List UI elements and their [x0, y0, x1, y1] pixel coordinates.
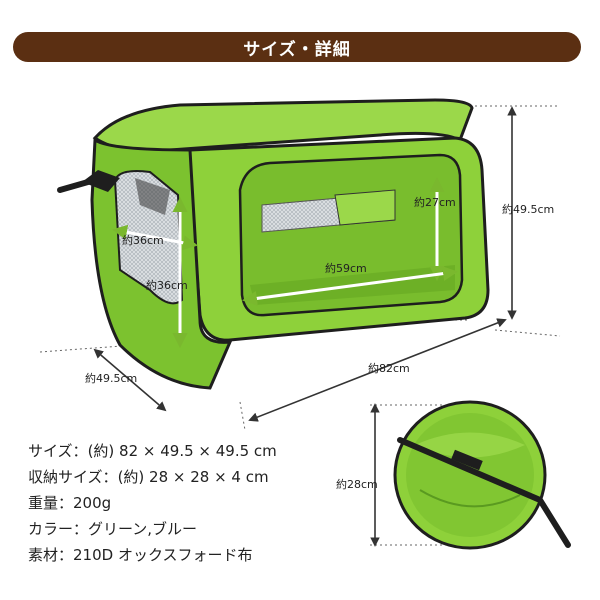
label-total-height: 約49.5cm	[502, 202, 554, 216]
label-folded-diameter: 約28cm	[336, 477, 378, 491]
spec-folded-size-value: (約) 28 × 28 × 4 cm	[117, 468, 269, 486]
inner-dimension-arrows	[112, 177, 458, 348]
spec-color-value: グリーン,ブルー	[88, 520, 198, 538]
label-total-depth: 約49.5cm	[85, 371, 137, 385]
spec-size: サイズ：(約) 82 × 49.5 × 49.5 cm	[28, 440, 277, 461]
spec-material: 素材：210D オックスフォード布	[28, 544, 253, 565]
spec-material-value: 210D オックスフォード布	[73, 546, 253, 564]
label-inner-width: 約59cm	[325, 261, 367, 275]
dimension-labels: 約49.5cm 約27cm 約59cm 約36cm 約36cm 約49.5cm …	[85, 195, 554, 491]
folded-tent	[393, 400, 571, 550]
label-total-length: 約82cm	[368, 361, 410, 375]
spec-size-value: (約) 82 × 49.5 × 49.5 cm	[87, 442, 277, 460]
section-header: サイズ・詳細	[13, 32, 581, 62]
spec-folded-size-label: 収納サイズ：	[28, 468, 118, 486]
label-inner-height: 約27cm	[414, 195, 456, 209]
section-title: サイズ・詳細	[243, 39, 351, 60]
label-side-height: 約36cm	[146, 278, 188, 292]
spec-color: カラー：グリーン,ブルー	[28, 518, 197, 539]
spec-folded-size: 収納サイズ：(約) 28 × 28 × 4 cm	[28, 466, 269, 487]
spec-size-label: サイズ：	[28, 442, 88, 460]
outer-dimension-arrows	[93, 106, 517, 547]
spec-weight: 重量：200g	[28, 492, 111, 513]
spec-weight-value: 200g	[73, 494, 112, 512]
spec-material-label: 素材：	[28, 546, 74, 564]
spec-color-label: カラー：	[28, 520, 89, 538]
spec-weight-label: 重量：	[28, 494, 74, 512]
label-side-width: 約36cm	[122, 233, 164, 247]
